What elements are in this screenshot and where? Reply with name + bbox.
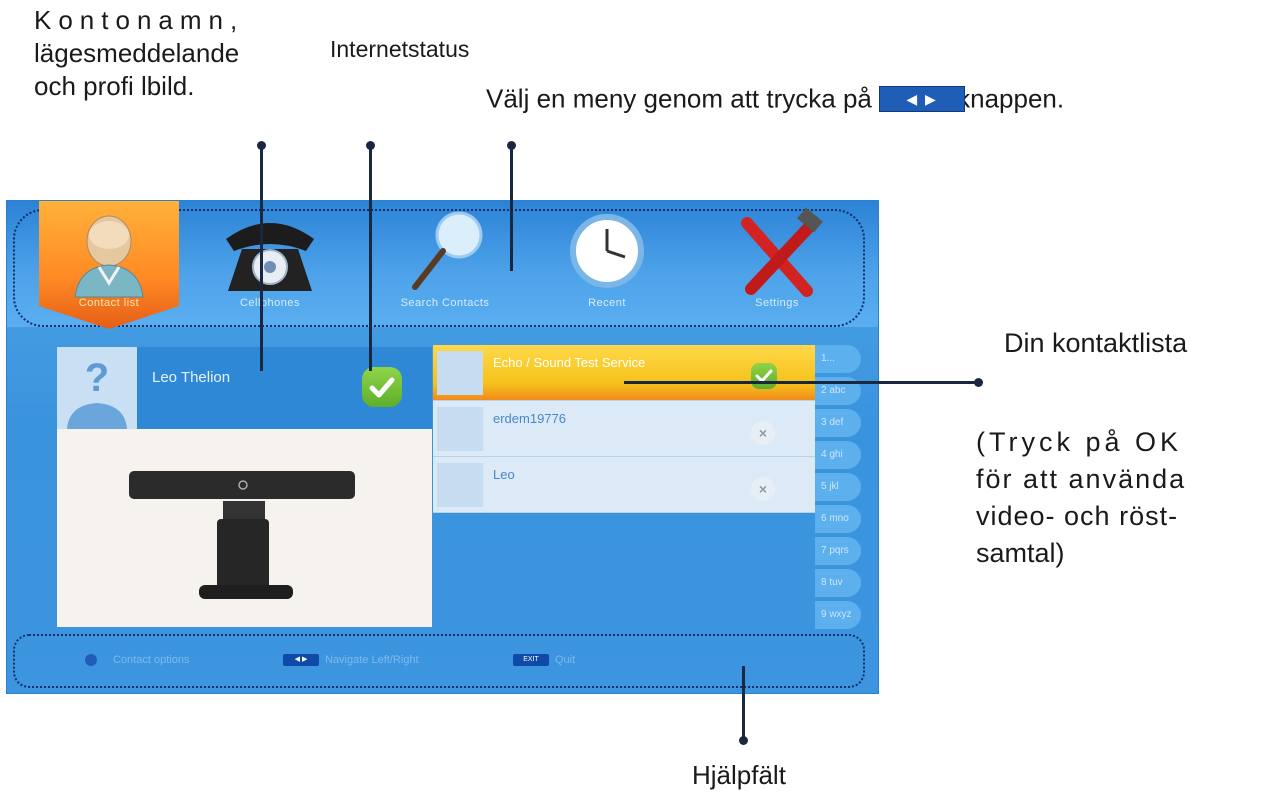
exit-key-icon: EXIT	[513, 654, 549, 667]
svg-text:?: ?	[85, 356, 109, 400]
webcam-icon	[129, 471, 355, 599]
help-navigate-label: Navigate Left/Right	[325, 654, 419, 666]
help-navigate: ◀ ▶ Navigate Left/Right	[283, 654, 419, 667]
leader-line-help	[742, 666, 745, 738]
alpha-index-1[interactable]: 1...	[815, 345, 861, 373]
callout-ok-line2: för att använda	[976, 464, 1187, 494]
callout-ok-line3: video- och röst-	[976, 501, 1179, 531]
callout-ok-line4: samtal)	[976, 538, 1065, 568]
leader-line-menu	[510, 145, 513, 271]
left-right-arrows-icon: ◀ ▶	[283, 654, 319, 667]
top-menu-bar: Contact list Cellphones Search Contacts	[7, 201, 878, 329]
profile-bar[interactable]: ? Leo Thelion	[57, 347, 432, 429]
callout-menu-pre: Välj en meny genom att trycka på	[486, 83, 872, 114]
online-status-check-icon	[362, 367, 402, 407]
help-quit: EXIT Quit	[513, 654, 576, 667]
callout-contact-list: Din kontaktlista	[1004, 328, 1188, 358]
leader-line-contacts	[624, 381, 978, 384]
contact-avatar-icon	[437, 351, 483, 395]
contact-row-echo[interactable]: Echo / Sound Test Service	[433, 345, 815, 401]
contact-name: erdem19776	[493, 411, 566, 426]
leader-line-internet	[369, 145, 372, 371]
callout-account-line3: och profi lbild.	[34, 71, 195, 101]
unknown-avatar-icon: ?	[67, 356, 127, 429]
clock-icon	[570, 214, 644, 288]
menu-label-recent: Recent	[588, 297, 626, 309]
menu-highlight-frame	[13, 209, 865, 327]
contact-name: Echo / Sound Test Service	[493, 355, 646, 370]
alpha-index-5[interactable]: 5 jkl	[815, 473, 861, 501]
menu-label-contact-list: Contact list	[78, 297, 140, 309]
contact-list: Echo / Sound Test Service erdem19776 × L…	[433, 345, 815, 515]
help-quit-label: Quit	[555, 654, 576, 666]
contact-person-icon	[74, 215, 144, 298]
contact-row-erdem[interactable]: erdem19776 ×	[433, 401, 815, 457]
leader-dot	[974, 378, 983, 387]
callout-account-line2: lägesmeddelande	[34, 38, 240, 68]
callout-account-info: Kontonamn, lägesmeddelande och profi lbi…	[34, 4, 304, 103]
magnifier-icon	[412, 211, 483, 290]
menu-label-settings: Settings	[755, 297, 799, 309]
alphabet-index: 1... 2 abc 3 def 4 ghi 5 jkl 6 mno 7 pqr…	[815, 345, 865, 629]
menu-label-cellphones: Cellphones	[239, 297, 301, 309]
alpha-index-8[interactable]: 8 tuv	[815, 569, 861, 597]
contact-avatar-icon	[437, 407, 483, 451]
contact-avatar-icon	[437, 463, 483, 507]
menu-item-cellphones[interactable]: Cellphones	[200, 201, 340, 325]
options-button-icon	[85, 654, 97, 667]
alpha-index-3[interactable]: 3 def	[815, 409, 861, 437]
callout-account-line1: Kontonamn,	[34, 5, 245, 35]
telephone-icon	[226, 223, 314, 291]
alpha-index-9[interactable]: 9 wxyz	[815, 601, 861, 629]
offline-x-icon: ×	[751, 421, 775, 445]
left-right-key-icon: ◀ ▶	[879, 86, 966, 113]
leader-dot	[739, 736, 748, 745]
profile-name: Leo Thelion	[152, 369, 231, 386]
menu-item-recent[interactable]: Recent	[537, 201, 677, 325]
skype-tv-screen: Contact list Cellphones Search Contacts	[6, 200, 879, 694]
callout-internet-status: Internetstatus	[330, 36, 470, 62]
camera-preview	[57, 429, 432, 627]
leader-line-account	[260, 145, 263, 371]
callout-menu-post: knappen.	[957, 83, 1065, 114]
help-contact-options: Contact options	[85, 654, 190, 667]
menu-label-search-contacts: Search Contacts	[400, 297, 490, 309]
alpha-index-4[interactable]: 4 ghi	[815, 441, 861, 469]
callout-ok-hint: (Tryck på OK för att använda video- och …	[976, 424, 1266, 572]
online-check-icon	[751, 363, 777, 389]
offline-x-icon: ×	[751, 477, 775, 501]
callout-help-bar: Hjälpfält	[692, 760, 786, 790]
contact-name: Leo	[493, 467, 515, 482]
tools-icon	[741, 207, 823, 297]
alpha-index-6[interactable]: 6 mno	[815, 505, 861, 533]
callout-ok-line1: (Tryck på OK	[976, 427, 1183, 457]
contact-row-leo[interactable]: Leo ×	[433, 457, 815, 513]
profile-picture: ?	[57, 347, 137, 429]
callout-menu-select: Välj en meny genom att trycka på ◀ ▶knap…	[486, 82, 1064, 115]
menu-item-settings[interactable]: Settings	[707, 201, 847, 325]
menu-item-search-contacts[interactable]: Search Contacts	[375, 201, 515, 325]
menu-item-contact-list[interactable]: Contact list	[39, 201, 179, 329]
help-bar: Contact options ◀ ▶ Navigate Left/Right E…	[13, 634, 865, 688]
alpha-index-7[interactable]: 7 pqrs	[815, 537, 861, 565]
help-contact-options-label: Contact options	[113, 654, 190, 666]
